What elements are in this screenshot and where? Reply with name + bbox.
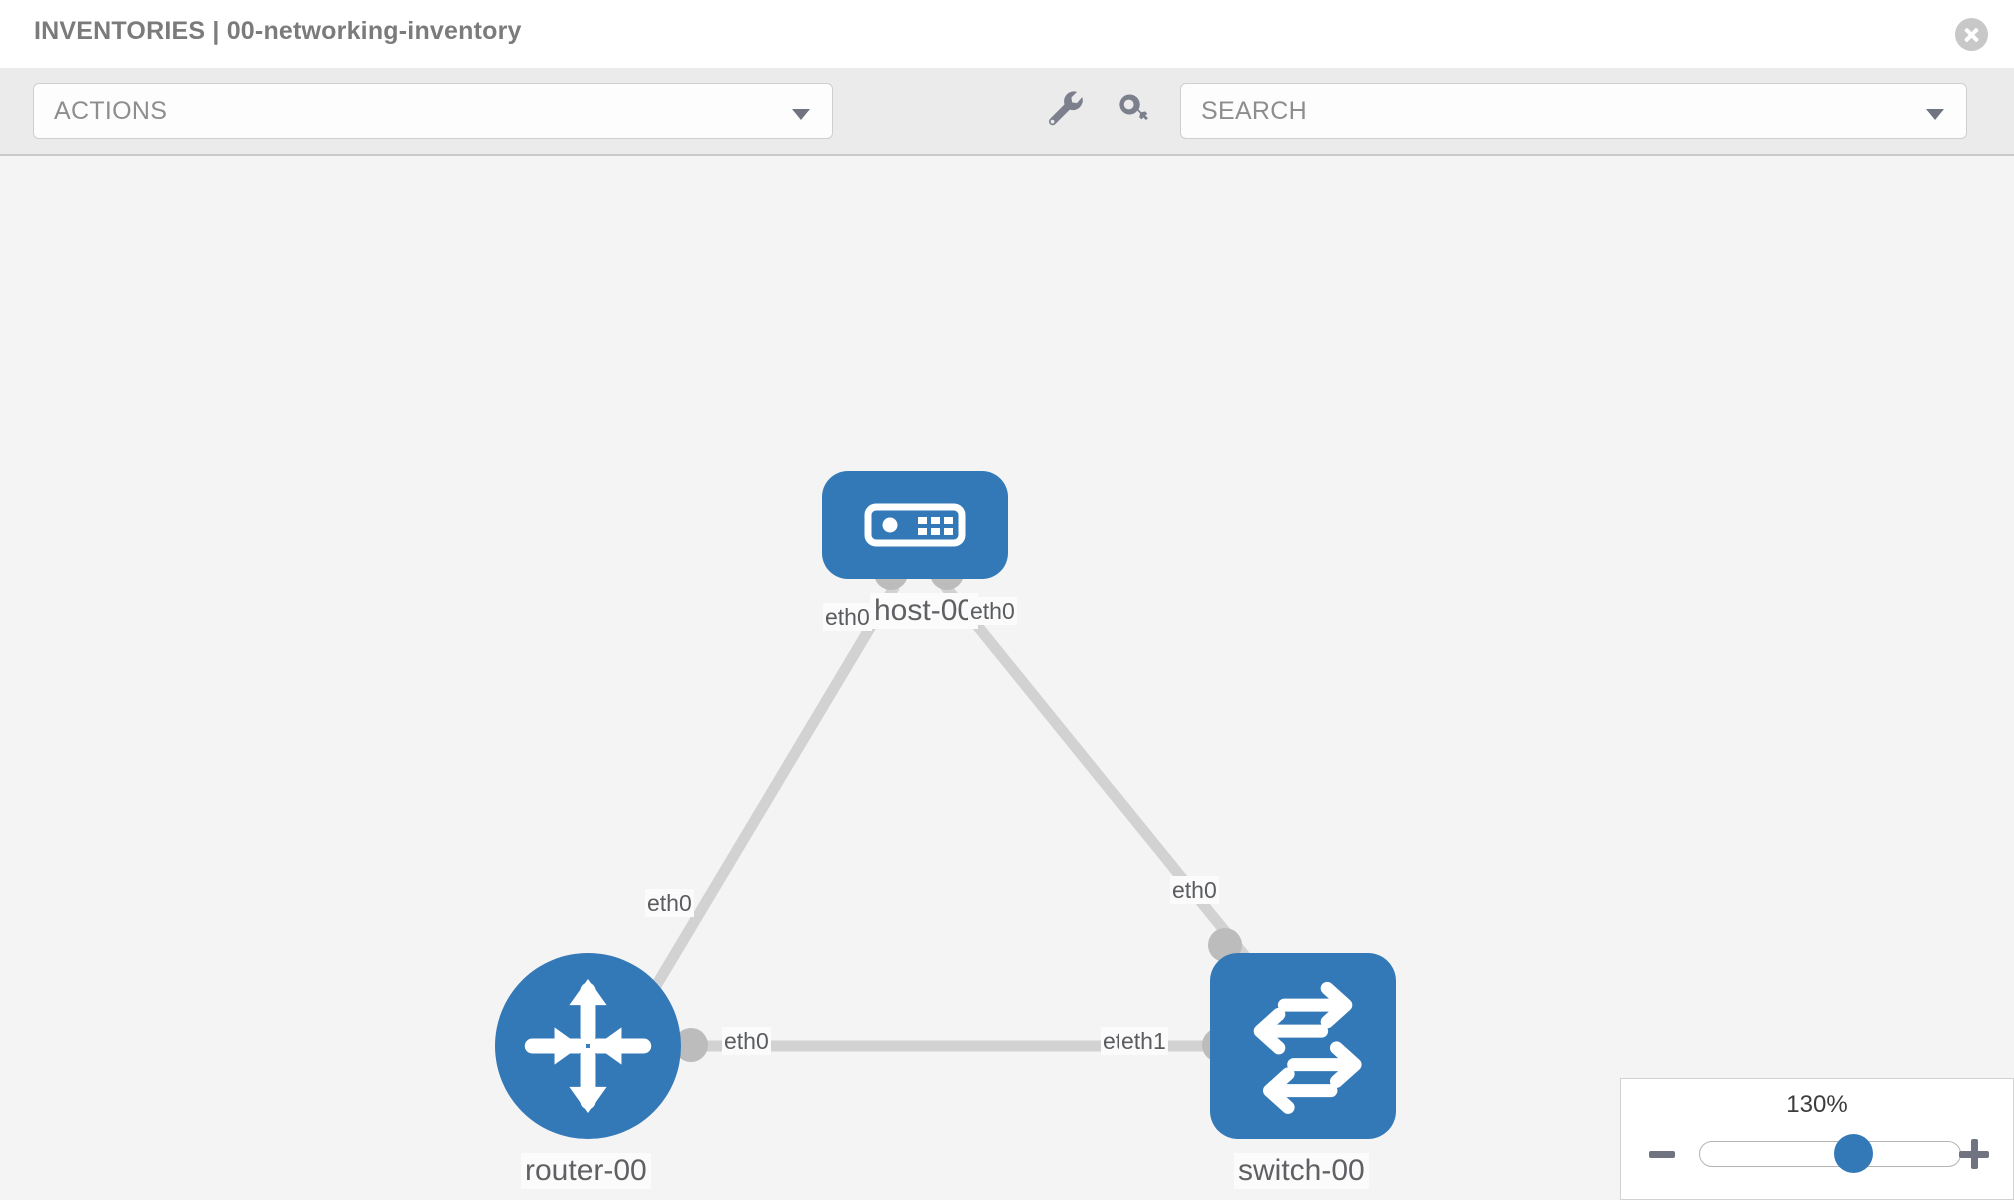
node-switch-00-label: switch-00 bbox=[1234, 1153, 1369, 1189]
search-input[interactable]: SEARCH bbox=[1180, 83, 1967, 139]
link-label-switch-left: eth1 bbox=[1119, 1027, 1168, 1055]
link-label-router-right: eth0 bbox=[722, 1027, 771, 1055]
actions-dropdown[interactable]: ACTIONS bbox=[33, 83, 833, 139]
wrench-icon[interactable] bbox=[1045, 90, 1087, 132]
node-host-00-shape bbox=[822, 471, 1008, 579]
page-header: INVENTORIES | 00-networking-inventory bbox=[0, 0, 2014, 68]
zoom-level-value: 130% bbox=[1786, 1091, 1848, 1118]
link-label-switch-up: eth0 bbox=[1170, 876, 1219, 904]
node-router-00[interactable]: router-00 bbox=[495, 953, 681, 1189]
node-switch-00[interactable]: switch-00 bbox=[1210, 953, 1396, 1189]
node-switch-00-shape bbox=[1210, 953, 1396, 1139]
link-label-host-left: eth0 bbox=[823, 603, 872, 631]
chevron-down-icon bbox=[792, 109, 810, 120]
key-icon[interactable] bbox=[1115, 90, 1157, 132]
node-host-00-label: host-00 bbox=[870, 593, 979, 629]
page-title: INVENTORIES | 00-networking-inventory bbox=[34, 17, 522, 45]
zoom-slider-thumb[interactable] bbox=[1833, 1134, 1873, 1173]
node-router-00-shape bbox=[495, 953, 681, 1139]
node-router-00-label: router-00 bbox=[521, 1153, 651, 1189]
minus-icon[interactable] bbox=[1649, 1151, 1675, 1158]
plus-icon[interactable] bbox=[1959, 1139, 1989, 1169]
actions-dropdown-label: ACTIONS bbox=[54, 97, 168, 125]
search-input-value: SEARCH bbox=[1201, 97, 1307, 125]
zoom-slider-row bbox=[1621, 1134, 2013, 1181]
zoom-control-panel: 130% bbox=[1620, 1078, 2014, 1200]
zoom-slider[interactable] bbox=[1699, 1134, 1961, 1173]
toolbar-icon-group bbox=[1045, 90, 1157, 132]
chevron-down-icon bbox=[1926, 109, 1944, 120]
toolbar: ACTIONS SEARCH bbox=[0, 68, 2014, 156]
link-router-host[interactable] bbox=[615, 583, 900, 1049]
plus-icon-stroke-h bbox=[1959, 1150, 1989, 1158]
topology-links bbox=[615, 582, 1250, 1052]
close-icon[interactable] bbox=[1955, 18, 1988, 51]
link-label-router-up: eth0 bbox=[645, 889, 694, 917]
node-host-00[interactable]: host-00 bbox=[822, 471, 1008, 629]
topology-canvas[interactable]: host-00 router-00 bbox=[0, 156, 2014, 1200]
link-label-host-right: eth0 bbox=[968, 597, 1017, 625]
